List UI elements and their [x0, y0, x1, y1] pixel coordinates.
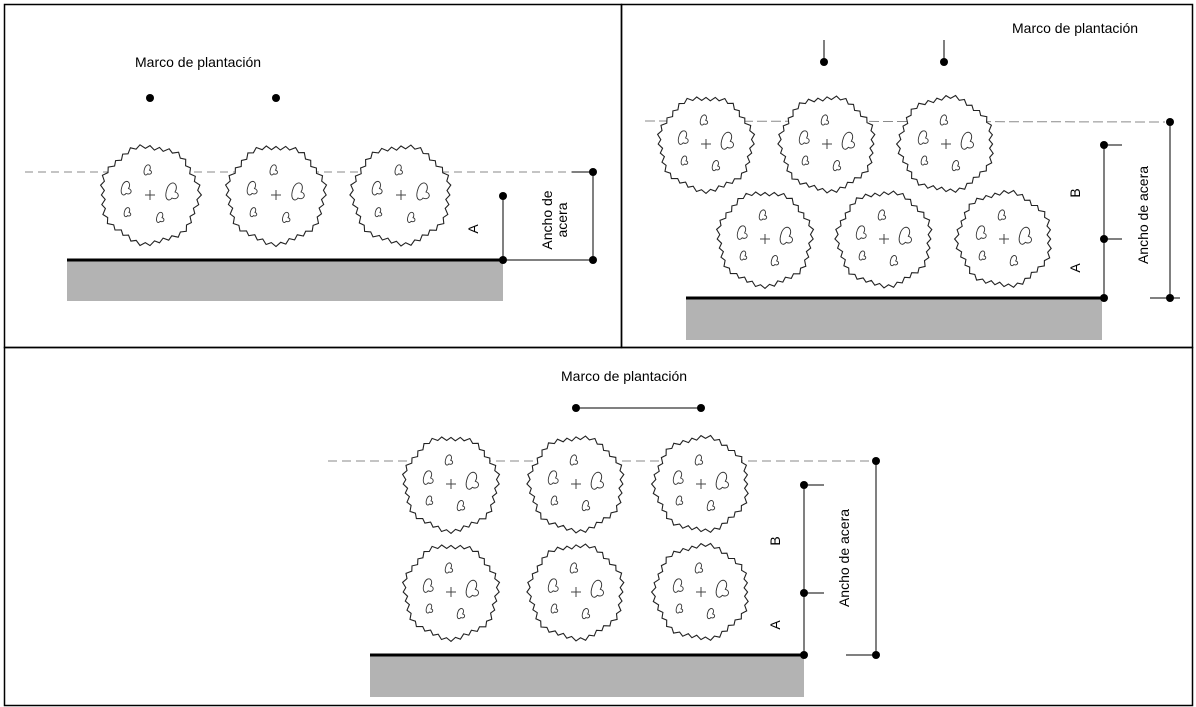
tree-crown-icon [401, 436, 501, 535]
panel-2: Marco de plantación B A Ancho de acera [644, 20, 1180, 340]
panel-3-dim-b-dot-top [800, 481, 808, 489]
panel-1-spacing-dot-right [272, 94, 280, 102]
panel-2-spacing-dot-right [940, 58, 948, 66]
panel-3-spacing-dot-left [572, 404, 580, 412]
panel-3-width-label: Ancho de acera [836, 509, 852, 607]
panel-2-dim-mid-dot [1100, 235, 1108, 243]
panel-1-width-label-line1: Ancho de [539, 190, 555, 249]
panel-3-dim-a-dot-bottom [800, 651, 808, 659]
panel-2-tree-row-front [715, 189, 1052, 290]
panel-2-sidewalk [686, 298, 1102, 340]
panel-1-tree-row [99, 144, 452, 248]
panel-3-title: Marco de plantación [561, 368, 687, 384]
panel-3-spacing-dot-right [697, 404, 705, 412]
tree-crown-icon [401, 544, 501, 643]
tree-crown-icon [349, 144, 452, 247]
panel-2-dim-a-dot-bottom [1100, 294, 1108, 302]
tree-crown-icon [715, 191, 815, 290]
tree-crown-icon [895, 94, 994, 194]
panel-2-width-dot-top [1166, 118, 1174, 126]
panel-1-width-label-line2: acera [554, 202, 570, 237]
panel-1-title: Marco de plantación [135, 54, 261, 70]
panel-2-width-label: Ancho de acera [1135, 166, 1151, 264]
tree-crown-icon [656, 96, 756, 195]
tree-crown-icon [953, 189, 1052, 289]
panel-2-label-a: A [1067, 263, 1083, 273]
panel-3-label-a: A [767, 620, 783, 630]
panel-1-dim-a-dot-top [499, 192, 507, 200]
panel-2-tree-row-back [656, 94, 994, 195]
panel-1-sidewalk [67, 260, 503, 301]
panel-2-title: Marco de plantación [1012, 20, 1138, 36]
panel-1-spacing-dot-left [146, 94, 154, 102]
panel-3: Marco de plantación B A Ancho de acera [328, 368, 880, 697]
panel-1-width-dot-bottom [589, 256, 597, 264]
panel-2-label-b: B [1067, 188, 1083, 197]
tree-crown-icon [834, 190, 933, 289]
tree-crown-icon [650, 434, 749, 534]
panel-3-tree-row-back [401, 434, 749, 535]
panel-3-sidewalk [370, 655, 804, 697]
panel-3-tree-row-front [401, 542, 749, 643]
tree-crown-icon [224, 145, 328, 248]
panel-3-width-dot-top [872, 457, 880, 465]
tree-crown-icon [650, 542, 749, 642]
tree-crown-icon [526, 435, 625, 534]
panel-3-label-b: B [767, 536, 783, 545]
tree-crown-icon [777, 95, 876, 194]
panel-3-frame [3, 346, 1194, 707]
panel-3-width-dot-bottom [872, 651, 880, 659]
panel-1-label-a: A [465, 224, 481, 234]
panel-1: Marco de plantación A Ancho de acera [25, 54, 597, 301]
panel-1-width-dot-top [589, 168, 597, 176]
panel-2-dim-b-dot-top [1100, 141, 1108, 149]
tree-crown-icon [99, 144, 203, 247]
panel-2-spacing-dot-left [820, 58, 828, 66]
panel-3-dim-mid-dot [800, 589, 808, 597]
panel-2-width-dot-bottom [1166, 294, 1174, 302]
tree-crown-icon [526, 543, 625, 642]
